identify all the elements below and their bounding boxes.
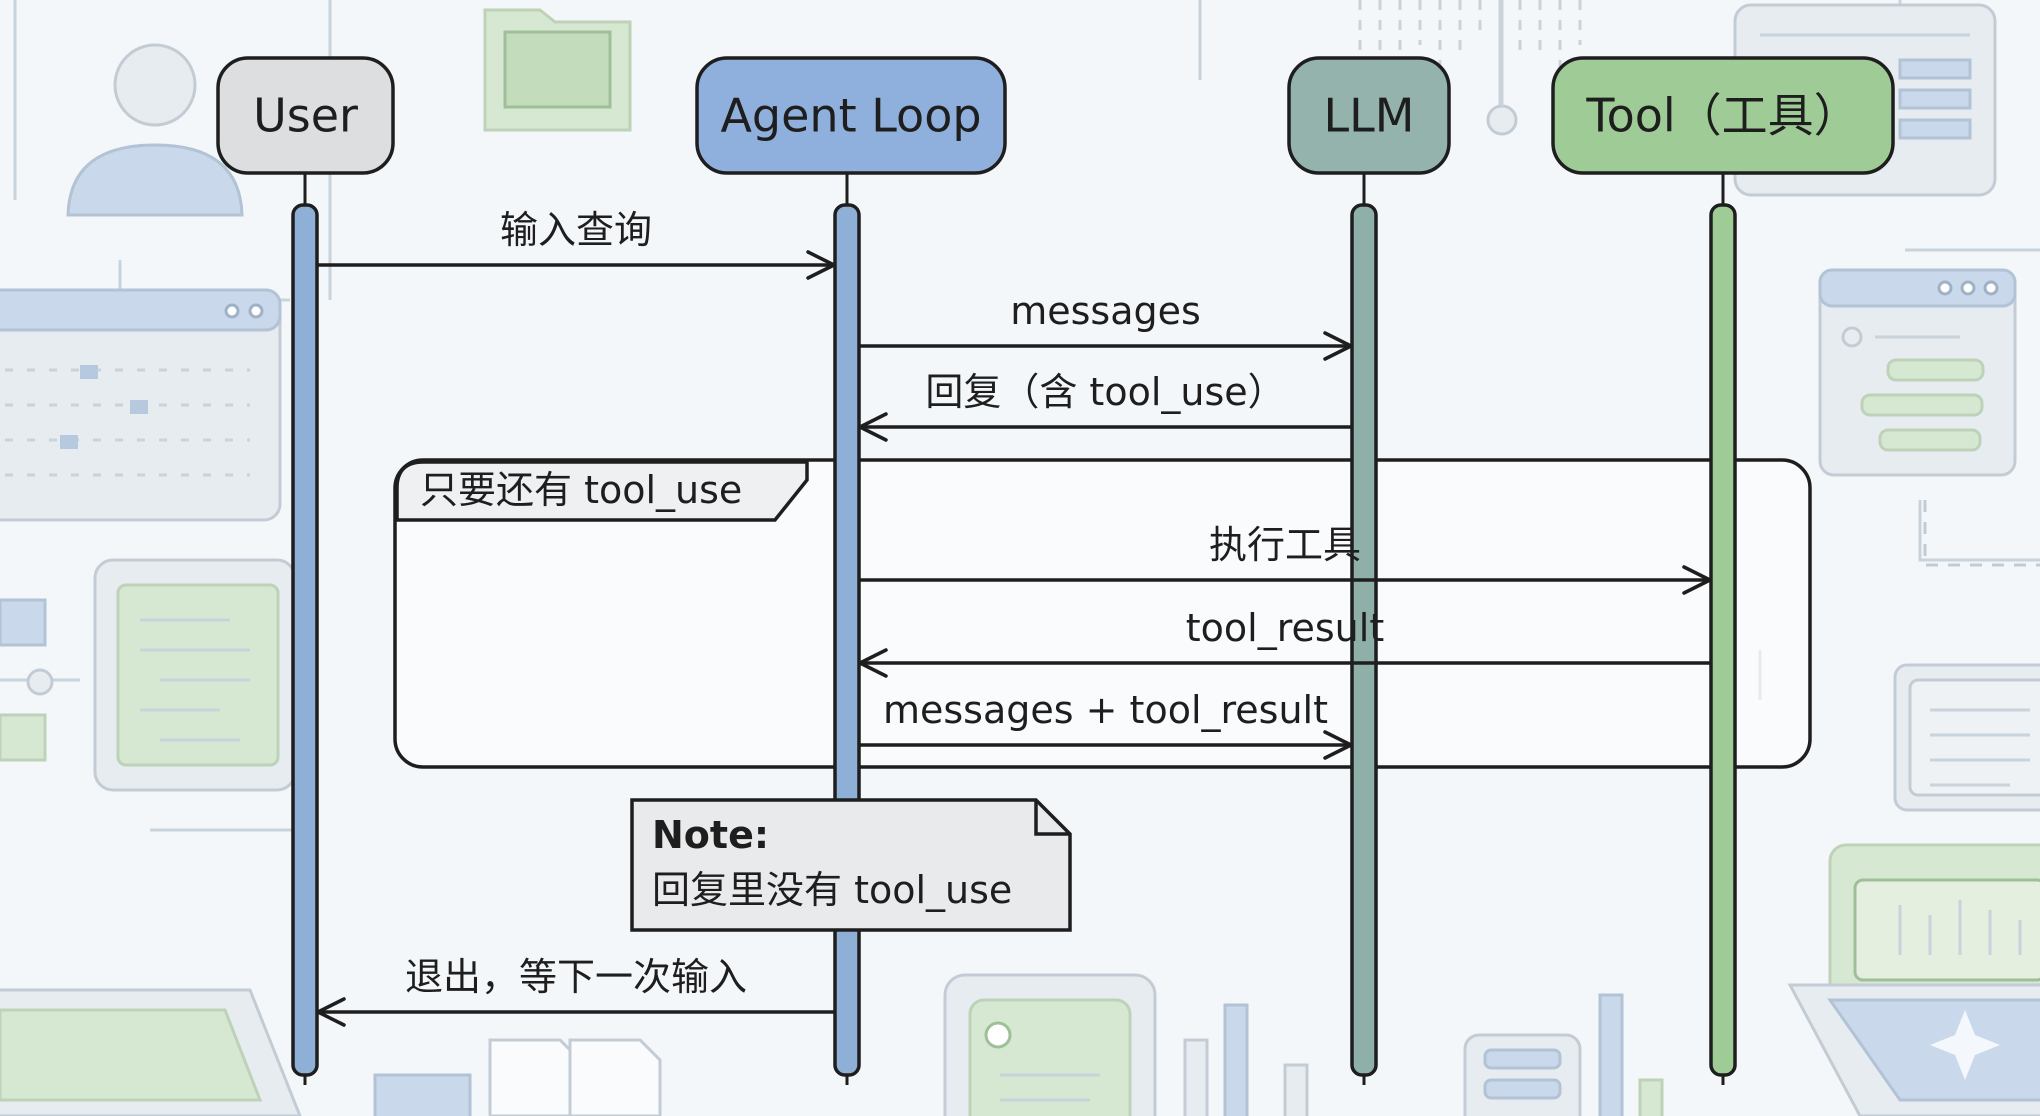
message-1-label: 输入查询: [500, 208, 652, 252]
message-5-label: tool_result: [1186, 606, 1384, 650]
note-fold: [1034, 800, 1070, 836]
lifeline-agent-bar: [833, 203, 861, 1077]
message-3: 回复（含 tool_use）: [858, 370, 1353, 442]
laptop-left: [0, 988, 302, 1116]
bar-graphic: [1183, 993, 1664, 1116]
message-6-label: messages + tool_result: [883, 688, 1328, 732]
participant-llm-label: LLM: [1324, 89, 1415, 143]
note-box: [630, 798, 1072, 932]
participant-tool-box: [1551, 56, 1895, 175]
message-5: tool_result: [858, 606, 1712, 678]
loop-fragment-layer: 只要还有 tool_use: [393, 458, 1812, 769]
participant-user: User: [216, 56, 395, 175]
participant-agent: Agent Loop: [695, 56, 1007, 175]
loop-fragment-label: 只要还有 tool_use: [420, 468, 742, 512]
message-2: messages: [858, 289, 1353, 361]
browser-panel-right: [1818, 268, 2017, 477]
lifeline-llm-bar: [1350, 203, 1378, 1077]
bottom-card-panel: [943, 973, 1157, 1116]
message-4-label: 执行工具: [1209, 523, 1361, 567]
participant-llm: LLM: [1287, 56, 1451, 175]
message-1: 输入查询: [316, 208, 836, 280]
message-6-arrowhead: [1323, 730, 1353, 760]
folder-icon: [483, 8, 632, 132]
participant-agent-label: Agent Loop: [720, 89, 981, 143]
message-4: 执行工具: [858, 523, 1712, 595]
message-layer: 输入查询 messages 回复（含 tool_use） 执行工具 tool_resul…: [316, 208, 1712, 1027]
note-text: 回复里没有 tool_use: [652, 868, 1012, 912]
chart-screen-right: [1787, 843, 2040, 1116]
message-7-label: 退出，等下一次输入: [405, 955, 747, 999]
loop-fragment-tab: [395, 460, 809, 522]
note-title: Note:: [652, 813, 769, 857]
note-layer: Note: 回复里没有 tool_use: [630, 798, 1072, 932]
documents-icon: [373, 1038, 662, 1116]
message-6: messages + tool_result: [858, 688, 1353, 760]
participant-agent-box: [695, 56, 1007, 175]
lifeline-tool-bar: [1709, 203, 1737, 1077]
lifeline-user-bar: [291, 203, 319, 1077]
message-5-arrowhead: [858, 648, 888, 678]
note: Note: 回复里没有 tool_use: [630, 798, 1072, 932]
document-card-right: [1893, 663, 2040, 812]
participant-tool-label: Tool（工具）: [1585, 89, 1859, 143]
message-2-label: messages: [1010, 289, 1201, 333]
message-3-label: 回复（含 tool_use）: [925, 370, 1285, 414]
user-avatar-icon: [66, 43, 244, 217]
participant-user-label: User: [253, 89, 358, 143]
participant-user-box: [216, 56, 395, 175]
message-7: 退出，等下一次输入: [316, 955, 836, 1027]
message-2-arrowhead: [1323, 331, 1353, 361]
participant-header-layer: User Agent Loop LLM Tool（工具）: [216, 56, 1895, 175]
browser-panel-left: [0, 288, 282, 522]
message-7-arrowhead: [316, 997, 346, 1027]
participant-tool: Tool（工具）: [1551, 56, 1895, 175]
message-3-arrowhead: [858, 412, 888, 442]
code-panel-left: [0, 558, 297, 792]
message-4-arrowhead: [1682, 565, 1712, 595]
loop-fragment-frame: [393, 458, 1812, 769]
message-1-arrowhead: [806, 250, 836, 280]
participant-llm-box: [1287, 56, 1451, 175]
waveform-graphic: [1358, 0, 1582, 136]
